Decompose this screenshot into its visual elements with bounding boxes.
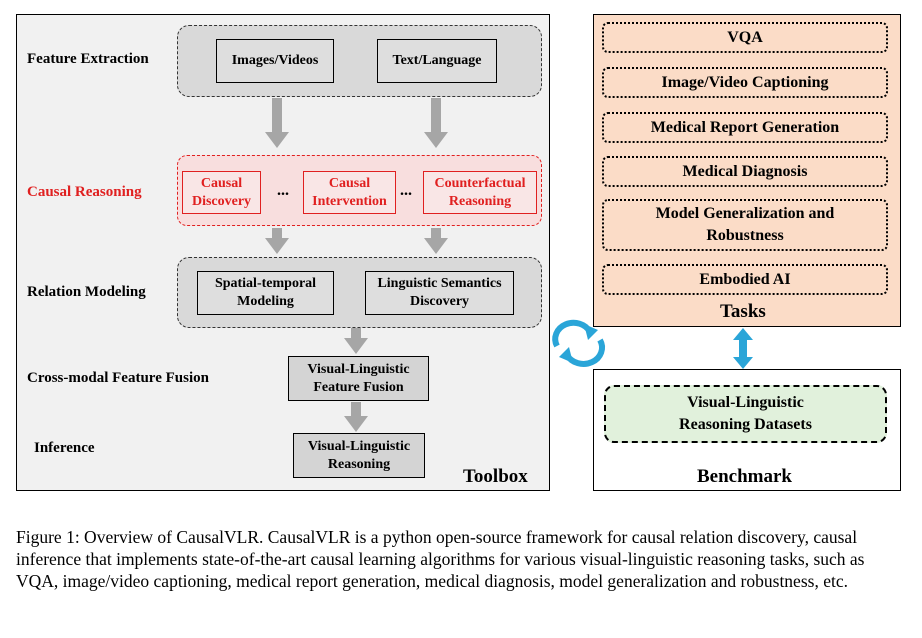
task-medical-diagnosis: Medical Diagnosis: [602, 156, 888, 187]
feature-fusion-box: Visual-Linguistic Feature Fusion: [288, 356, 429, 401]
text-language-box: Text/Language: [377, 39, 497, 83]
tasks-benchmark-link-arrow: [733, 328, 753, 369]
arrow-text-to-causal: [424, 98, 448, 148]
causal-discovery-box: Causal Discovery: [182, 171, 261, 214]
row-label-relation-modeling: Relation Modeling: [27, 284, 146, 300]
spatial-temporal-modeling-box: Spatial-temporal Modeling: [197, 271, 334, 315]
arrow-causal-to-spatial: [265, 228, 289, 254]
counterfactual-reasoning-box: Counterfactual Reasoning: [423, 171, 537, 214]
images-videos-box: Images/Videos: [216, 39, 334, 83]
task-embodied-ai: Embodied AI: [602, 264, 888, 295]
task-vqa: VQA: [602, 22, 888, 53]
row-label-cross-modal-fusion: Cross-modal Feature Fusion: [27, 370, 209, 386]
tasks-panel: [593, 14, 901, 327]
arrow-causal-to-linguistic: [424, 228, 448, 254]
ellipsis-1: ...: [277, 182, 289, 199]
toolbox-title: Toolbox: [463, 466, 528, 487]
tasks-title: Tasks: [720, 301, 766, 322]
benchmark-title: Benchmark: [697, 466, 792, 487]
task-model-generalization: Model Generalization and Robustness: [602, 199, 888, 251]
task-medical-report-generation: Medical Report Generation: [602, 112, 888, 143]
datasets-box: Visual-Linguistic Reasoning Datasets: [604, 385, 887, 443]
row-label-feature-extraction: Feature Extraction: [27, 51, 149, 67]
figure-caption: Figure 1: Overview of CausalVLR. CausalV…: [16, 527, 865, 591]
arrow-images-to-causal: [265, 98, 289, 148]
ellipsis-2: ...: [400, 182, 412, 199]
reasoning-box: Visual-Linguistic Reasoning: [293, 433, 425, 478]
task-image-video-captioning: Image/Video Captioning: [602, 67, 888, 98]
arrow-fusion-to-inference: [344, 402, 368, 432]
row-label-inference: Inference: [34, 440, 95, 456]
linguistic-semantics-discovery-box: Linguistic Semantics Discovery: [365, 271, 514, 315]
arrow-relation-to-fusion: [344, 328, 368, 354]
causal-intervention-box: Causal Intervention: [303, 171, 396, 214]
row-label-causal-reasoning: Causal Reasoning: [27, 184, 142, 200]
